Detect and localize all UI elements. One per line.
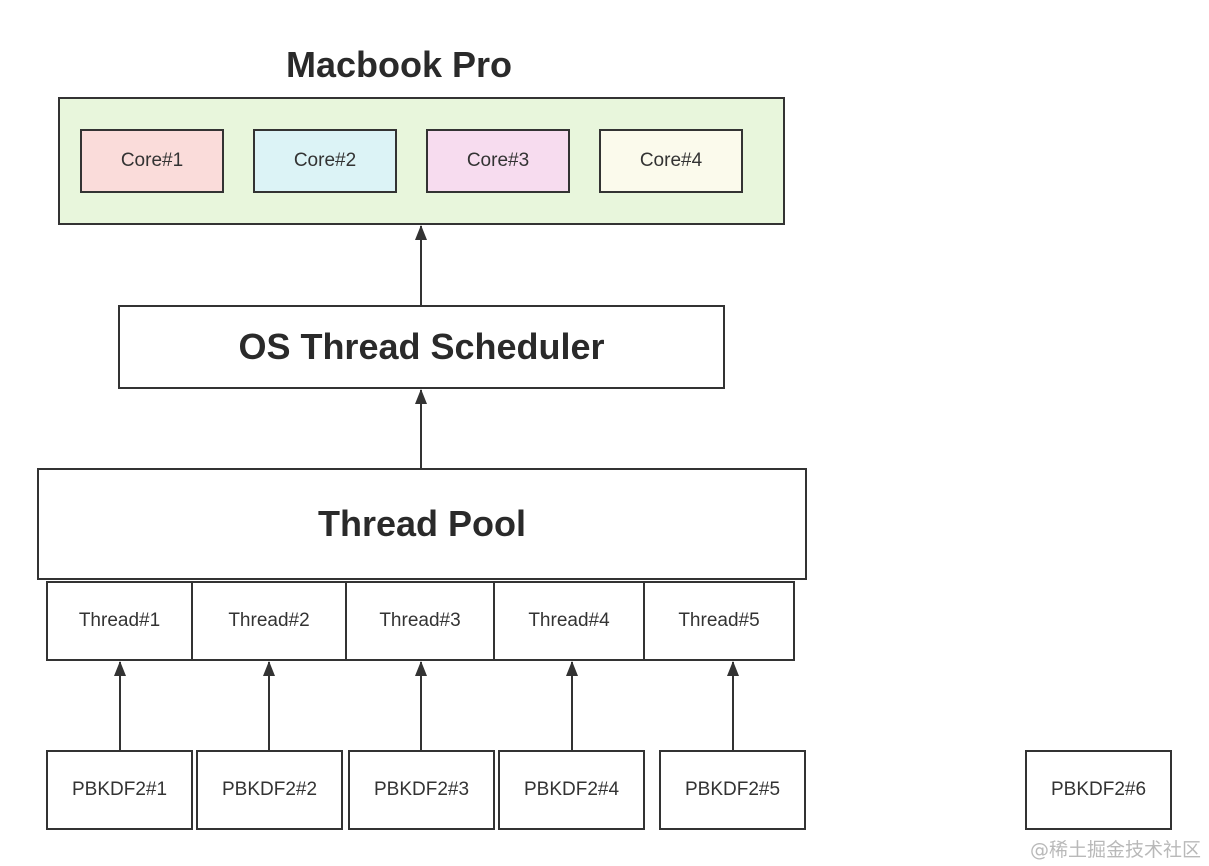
task-5-box: PBKDF2#5 [659, 750, 806, 830]
arrow-head-scheduler-to-macbook [415, 225, 427, 240]
core-1-box: Core#1 [80, 129, 224, 193]
thread-pool-box: Thread Pool [37, 468, 807, 580]
arrow-head-task-2 [263, 661, 275, 676]
core-4-box: Core#4 [599, 129, 743, 193]
thread-2-label: Thread#2 [228, 610, 310, 631]
thread-2-box: Thread#2 [191, 581, 347, 661]
core-1-label: Core#1 [120, 150, 184, 171]
task-4-label: PBKDF2#4 [523, 779, 620, 800]
task-1-box: PBKDF2#1 [46, 750, 193, 830]
arrow-head-task-5 [727, 661, 739, 676]
core-2-label: Core#2 [293, 150, 357, 171]
core-2-box: Core#2 [253, 129, 397, 193]
thread-4-box: Thread#4 [493, 581, 645, 661]
task-5-label: PBKDF2#5 [684, 779, 781, 800]
task-3-label: PBKDF2#3 [373, 779, 470, 800]
arrow-head-task-3 [415, 661, 427, 676]
task-4-box: PBKDF2#4 [498, 750, 645, 830]
thread-5-label: Thread#5 [678, 610, 760, 631]
task-6-label: PBKDF2#6 [1050, 779, 1147, 800]
thread-pool-label: Thread Pool [317, 503, 527, 544]
thread-3-box: Thread#3 [345, 581, 495, 661]
arrow-head-task-4 [566, 661, 578, 676]
os-thread-scheduler-box: OS Thread Scheduler [118, 305, 725, 389]
arrow-head-task-1 [114, 661, 126, 676]
thread-4-label: Thread#4 [528, 610, 610, 631]
task-1-label: PBKDF2#1 [71, 779, 168, 800]
task-2-label: PBKDF2#2 [221, 779, 318, 800]
task-6-box: PBKDF2#6 [1025, 750, 1172, 830]
task-2-box: PBKDF2#2 [196, 750, 343, 830]
core-4-label: Core#4 [639, 150, 703, 171]
thread-5-box: Thread#5 [643, 581, 795, 661]
thread-3-label: Thread#3 [379, 610, 461, 631]
core-3-box: Core#3 [426, 129, 570, 193]
task-3-box: PBKDF2#3 [348, 750, 495, 830]
arrow-head-pool-to-scheduler [415, 389, 427, 404]
watermark-text: @稀土掘金技术社区 [1029, 839, 1201, 861]
core-3-label: Core#3 [466, 150, 530, 171]
thread-1-label: Thread#1 [78, 610, 161, 631]
scheduler-label: OS Thread Scheduler [238, 326, 605, 367]
machine-title: Macbook Pro [286, 44, 513, 85]
